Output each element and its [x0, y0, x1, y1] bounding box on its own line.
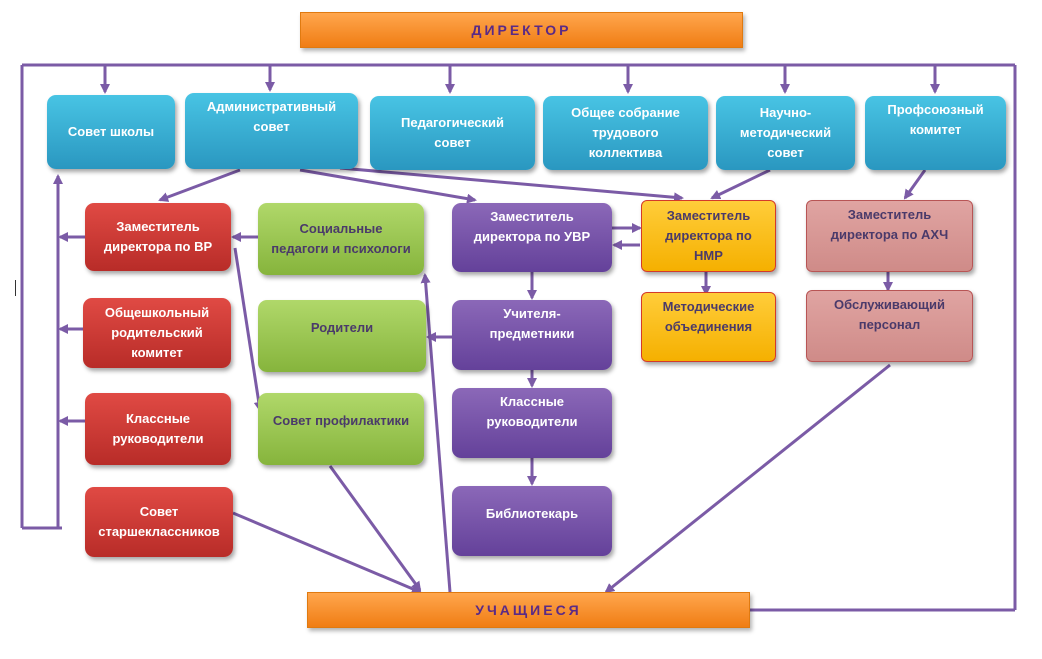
director-box: ДИРЕКТОР — [300, 12, 743, 48]
service-staff-box: Обслуживающий персонал — [806, 290, 973, 362]
subject-teachers-box: Учителя- предметники — [452, 300, 612, 370]
social-ped-box: Социальные педагоги и психологи — [258, 203, 424, 275]
deputy-uvr-box: Заместитель директора по УВР — [452, 203, 612, 272]
deputy-vr-box: Заместитель директора по ВР — [85, 203, 231, 271]
deputy-ahch-box: Заместитель директора по АХЧ — [806, 200, 973, 272]
school-council-box: Совет школы — [47, 95, 175, 169]
parent-committee-box: Общешкольный родительский комитет — [83, 298, 231, 368]
prevention-council-box: Совет профилактики — [258, 393, 424, 465]
class-teachers-uvr-box: Классные руководители — [452, 388, 612, 458]
class-teachers-vr-box: Классные руководители — [85, 393, 231, 465]
general-meeting-box: Общее собрание трудового коллектива — [543, 96, 708, 170]
senior-council-box: Совет старшеклассников — [85, 487, 233, 557]
students-box: УЧАЩИЕСЯ — [307, 592, 750, 628]
method-council-box: Научно- методический совет — [716, 96, 855, 170]
deputy-nmr-box: Заместитель директора по НМР — [641, 200, 776, 272]
parents-box: Родители — [258, 300, 426, 372]
trade-union-box: Профсоюзный комитет — [865, 96, 1006, 170]
ped-council-box: Педагогический совет — [370, 96, 535, 170]
text-cursor — [15, 280, 16, 296]
method-unions-box: Методические объединения — [641, 292, 776, 362]
librarian-box: Библиотекарь — [452, 486, 612, 556]
admin-council-box: Административный совет — [185, 93, 358, 169]
